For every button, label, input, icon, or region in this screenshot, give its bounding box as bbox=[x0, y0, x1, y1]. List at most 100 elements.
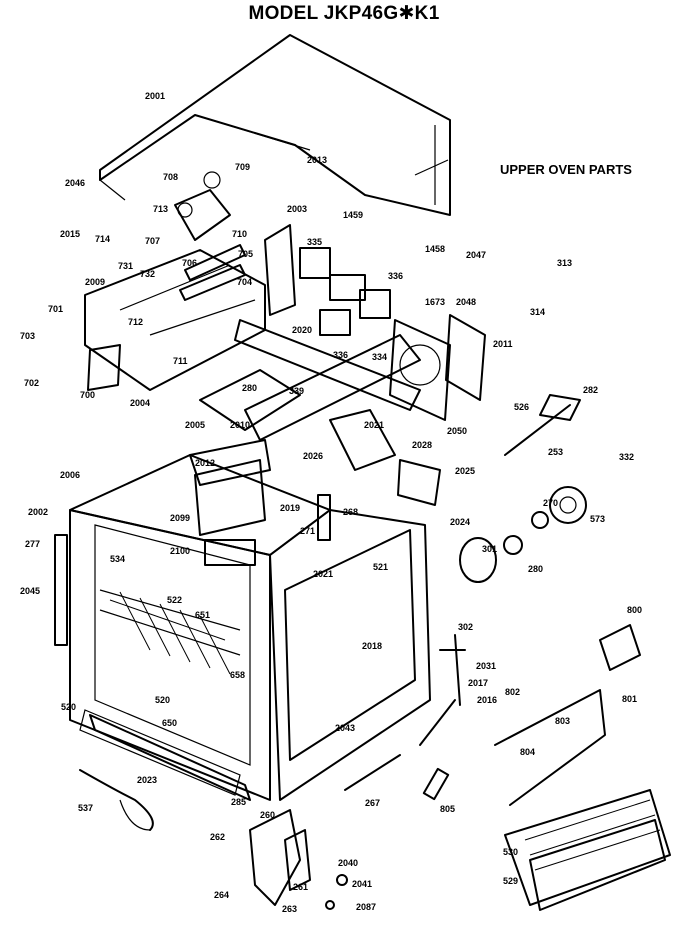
callout-17: 706 bbox=[182, 258, 197, 268]
callout-30: 2020 bbox=[292, 325, 312, 335]
callout-64: 534 bbox=[110, 554, 125, 564]
callout-81: 650 bbox=[162, 718, 177, 728]
callout-36: 2004 bbox=[130, 398, 150, 408]
callout-50: 2012 bbox=[195, 458, 215, 468]
callout-45: 332 bbox=[619, 452, 634, 462]
callout-95: 529 bbox=[503, 876, 518, 886]
callout-98: 263 bbox=[282, 904, 297, 914]
vent-shields bbox=[199, 319, 441, 506]
callout-68: 2021 bbox=[313, 569, 333, 579]
callout-19: 731 bbox=[118, 261, 133, 271]
callout-58: 2024 bbox=[450, 517, 470, 527]
callout-14: 1458 bbox=[425, 244, 445, 254]
callout-71: 302 bbox=[458, 622, 473, 632]
callout-86: 285 bbox=[231, 797, 246, 807]
callout-55: 2099 bbox=[170, 513, 190, 523]
callout-21: 704 bbox=[237, 277, 252, 287]
callout-89: 537 bbox=[78, 803, 93, 813]
callout-40: 2005 bbox=[185, 420, 205, 430]
callout-26: 2048 bbox=[456, 297, 476, 307]
callout-62: 301 bbox=[482, 544, 497, 554]
callout-22: 2009 bbox=[85, 277, 105, 287]
callout-31: 336 bbox=[333, 350, 348, 360]
callout-92: 530 bbox=[503, 847, 518, 857]
callout-57: 268 bbox=[343, 507, 358, 517]
callout-79: 802 bbox=[505, 687, 520, 697]
callout-82: 803 bbox=[555, 716, 570, 726]
callout-61: 271 bbox=[300, 526, 315, 536]
callout-74: 658 bbox=[230, 670, 245, 680]
callout-12: 335 bbox=[307, 237, 322, 247]
callout-83: 2043 bbox=[335, 723, 355, 733]
callout-56: 2019 bbox=[280, 503, 300, 513]
callout-49: 2025 bbox=[455, 466, 475, 476]
callout-73: 2031 bbox=[476, 661, 496, 671]
rear-panel bbox=[264, 224, 486, 421]
callout-70: 800 bbox=[627, 605, 642, 615]
callout-93: 2040 bbox=[338, 858, 358, 868]
callout-16: 313 bbox=[557, 258, 572, 268]
callout-23: 701 bbox=[48, 304, 63, 314]
callout-87: 267 bbox=[365, 798, 380, 808]
callout-72: 2018 bbox=[362, 641, 382, 651]
callout-0: 2001 bbox=[145, 91, 165, 101]
callout-28: 703 bbox=[20, 331, 35, 341]
callout-77: 520 bbox=[61, 702, 76, 712]
callout-11: 1459 bbox=[343, 210, 363, 220]
callout-42: 282 bbox=[583, 385, 598, 395]
callout-24: 712 bbox=[128, 317, 143, 327]
callout-43: 526 bbox=[514, 402, 529, 412]
callout-35: 700 bbox=[80, 390, 95, 400]
callout-39: 2050 bbox=[447, 426, 467, 436]
callout-80: 2016 bbox=[477, 695, 497, 705]
callout-53: 573 bbox=[590, 514, 605, 524]
callout-78: 520 bbox=[155, 695, 170, 705]
callout-18: 705 bbox=[238, 249, 253, 259]
callout-32: 334 bbox=[372, 352, 387, 362]
callout-52: 270 bbox=[543, 498, 558, 508]
callout-96: 2041 bbox=[352, 879, 372, 889]
callout-10: 2003 bbox=[287, 204, 307, 214]
callout-29: 711 bbox=[173, 356, 188, 366]
callout-34: 702 bbox=[24, 378, 39, 388]
callout-25: 1673 bbox=[425, 297, 445, 307]
callout-85: 2023 bbox=[137, 775, 157, 785]
callout-48: 2006 bbox=[60, 470, 80, 480]
callout-37: 280 bbox=[242, 383, 257, 393]
diagram-title: MODEL JKP46G✱K1 bbox=[248, 3, 440, 24]
callout-2: 2046 bbox=[65, 178, 85, 188]
callout-27: 314 bbox=[530, 307, 545, 317]
callout-84: 804 bbox=[520, 747, 535, 757]
right-side-parts bbox=[344, 394, 671, 911]
callout-3: 709 bbox=[235, 162, 250, 172]
callout-97: 264 bbox=[214, 890, 229, 900]
oven-cavity bbox=[54, 439, 431, 801]
callout-91: 262 bbox=[210, 832, 225, 842]
callout-20: 732 bbox=[140, 269, 155, 279]
callout-4: 708 bbox=[163, 172, 178, 182]
callout-33: 2011 bbox=[493, 339, 513, 349]
callout-15: 2047 bbox=[466, 250, 486, 260]
callout-51: 2026 bbox=[303, 451, 323, 461]
callout-69: 651 bbox=[195, 610, 210, 620]
callout-63: 280 bbox=[528, 564, 543, 574]
hinge-parts bbox=[79, 769, 348, 910]
callout-1: 2013 bbox=[307, 155, 327, 165]
callout-67: 522 bbox=[167, 595, 182, 605]
callout-65: 521 bbox=[373, 562, 388, 572]
callout-94: 261 bbox=[293, 882, 308, 892]
callout-6: 2015 bbox=[60, 229, 80, 239]
section-title: UPPER OVEN PARTS bbox=[500, 162, 632, 177]
callout-41: 2010 bbox=[230, 420, 250, 430]
callout-88: 805 bbox=[440, 804, 455, 814]
callout-54: 2002 bbox=[28, 507, 48, 517]
callout-38: 339 bbox=[289, 386, 304, 396]
callout-47: 2028 bbox=[412, 440, 432, 450]
callout-59: 277 bbox=[25, 539, 40, 549]
callout-99: 2087 bbox=[356, 902, 376, 912]
callout-46: 2021 bbox=[364, 420, 384, 430]
callout-9: 710 bbox=[232, 229, 247, 239]
top-cover bbox=[99, 34, 451, 216]
callout-13: 336 bbox=[388, 271, 403, 281]
callout-90: 260 bbox=[260, 810, 275, 820]
